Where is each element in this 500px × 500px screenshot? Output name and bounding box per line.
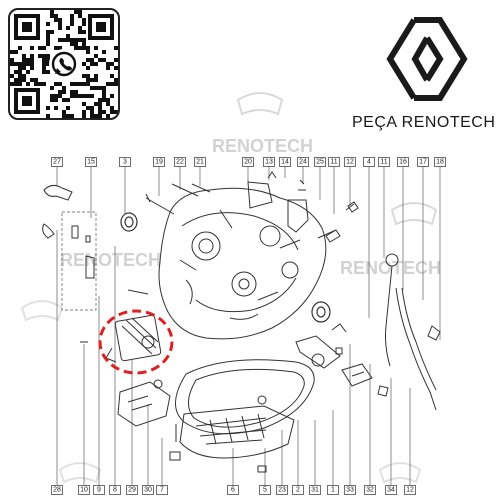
renault-diamond-logo-icon [386, 17, 468, 101]
callout-28: 28 [51, 485, 63, 495]
callout-24: 24 [297, 157, 309, 167]
callout-number: 12 [406, 487, 414, 494]
callout-23: 23 [276, 485, 288, 495]
callout-20: 20 [242, 157, 254, 167]
callout-number: 15 [87, 159, 95, 166]
callout-27: 27 [51, 157, 63, 167]
callout-number: 7 [160, 487, 164, 494]
callout-6: 6 [227, 485, 239, 495]
oil-pan [179, 405, 295, 459]
filter-assembly [295, 323, 373, 387]
qr-code-icon[interactable] [8, 8, 120, 120]
callout-number: 2 [296, 487, 300, 494]
callout-number: 30 [144, 487, 152, 494]
callout-33: 33 [344, 485, 356, 495]
callout-13: 13 [263, 157, 275, 167]
callout-number: 27 [53, 159, 61, 166]
callout-7: 7 [156, 485, 168, 495]
callout-number: 33 [346, 487, 354, 494]
callout-17: 17 [417, 157, 429, 167]
callout-number: 22 [176, 159, 184, 166]
callout-number: 16 [399, 159, 407, 166]
callout-number: 20 [244, 159, 252, 166]
callout-number: 19 [155, 159, 163, 166]
callout-1: 1 [327, 485, 339, 495]
callout-number: 34 [387, 487, 395, 494]
callout-number: 9 [97, 487, 101, 494]
callout-number: 4 [367, 159, 371, 166]
callout-11: 11 [328, 157, 340, 167]
highlighted-part[interactable] [98, 309, 174, 375]
part-group-frame [61, 211, 97, 311]
seal-rings [120, 212, 331, 323]
whatsapp-icon [49, 49, 79, 79]
watermark-group: RENOTECH RENOTECH RENOTECH [20, 92, 441, 484]
callout-4: 4 [363, 157, 375, 167]
callout-15: 15 [85, 157, 97, 167]
callout-22: 22 [174, 157, 186, 167]
callout-number: 32 [366, 487, 374, 494]
callout-number: 24 [299, 159, 307, 166]
callout-number: 28 [53, 487, 61, 494]
callout-number: 5 [263, 487, 267, 494]
callout-21: 21 [194, 157, 206, 167]
watermark-text: RENOTECH [212, 136, 313, 156]
callout-3: 3 [119, 157, 131, 167]
callout-31: 31 [309, 485, 321, 495]
callout-14: 14 [279, 157, 291, 167]
valve-body [117, 379, 171, 427]
oil-pan-gasket [175, 359, 315, 435]
watermark-text: RENOTECH [60, 250, 161, 270]
drain-parts [169, 395, 267, 473]
callout-number: 11 [380, 159, 387, 166]
callout-row-bottom: 28 10 9 8 29 30 7 6 5 23 2 31 1 33 32 34 12 [51, 485, 416, 495]
callout-number: 17 [419, 159, 427, 166]
callout-number: 1 [331, 487, 335, 494]
callout-number: 18 [436, 159, 444, 166]
callout-10: 10 [78, 485, 90, 495]
callout-9: 9 [93, 485, 105, 495]
fittings [298, 179, 389, 397]
callout-16: 16 [397, 157, 409, 167]
callout-34: 34 [385, 485, 397, 495]
bolts [80, 183, 355, 442]
callout-30: 30 [142, 485, 154, 495]
callout-19: 19 [153, 157, 165, 167]
callout-number: 8 [113, 487, 117, 494]
callout-29: 29 [126, 485, 138, 495]
callout-12: 12 [344, 157, 356, 167]
callout-2: 2 [292, 485, 304, 495]
callout-number: 23 [278, 487, 286, 494]
callout-number: 3 [123, 159, 127, 166]
gearbox-housing [158, 187, 327, 340]
callout-5: 5 [259, 485, 271, 495]
callout-number: 29 [128, 487, 136, 494]
callout-number: 6 [231, 487, 235, 494]
callout-12: 12 [404, 485, 416, 495]
watermark-text: RENOTECH [340, 258, 441, 278]
callout-number: 11 [330, 159, 337, 166]
callout-number: 12 [346, 159, 354, 166]
callout-8: 8 [109, 485, 121, 495]
callout-number: 25 [316, 159, 324, 166]
callout-number: 14 [281, 159, 289, 166]
callout-25: 25 [314, 157, 326, 167]
callout-number: 10 [80, 487, 88, 494]
dipstick-tube [385, 253, 441, 411]
clip-parts [42, 184, 95, 279]
callout-18: 18 [434, 157, 446, 167]
mounting-bracket [247, 171, 309, 233]
callout-11: 11 [378, 157, 390, 167]
brand-name: PEÇA RENOTECH [352, 114, 496, 131]
callout-row-top: 27 15 3 19 22 21 20 13 14 24 25 11 12 4 11 16 17 18 [51, 157, 446, 167]
callout-32: 32 [364, 485, 376, 495]
callout-number: 13 [265, 159, 273, 166]
callout-number: 21 [196, 159, 204, 166]
callout-number: 31 [311, 487, 319, 494]
highlight-circle [98, 309, 174, 375]
